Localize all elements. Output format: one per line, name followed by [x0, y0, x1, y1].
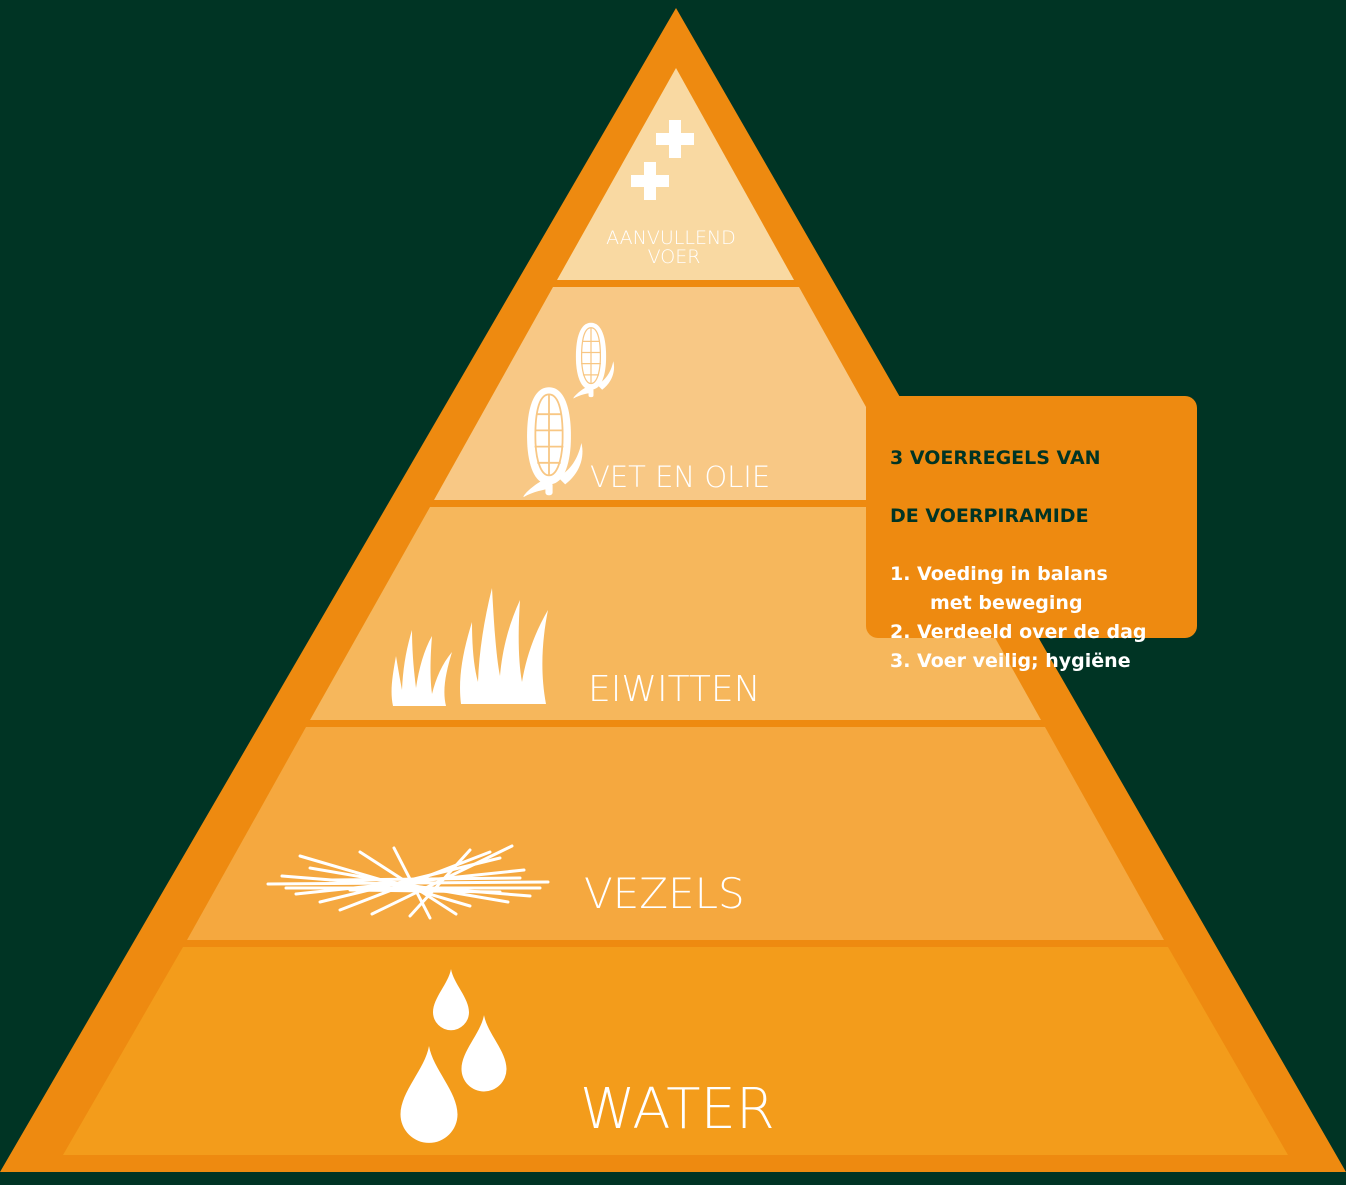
tier-label-line: WATER — [580, 1077, 775, 1142]
rules-list: 1. Voeding in balans met beweging 2. Ver… — [890, 560, 1183, 676]
tier-band-water — [63, 947, 1288, 1155]
tier-label-line: VEZELS — [584, 869, 745, 918]
tier-label-vet-en-olie: VET EN OLIE — [590, 460, 770, 494]
rules-box-title: 3 VOERREGELS VAN DE VOERPIRAMIDE — [890, 415, 1183, 560]
voerregels-box: 3 VOERREGELS VAN DE VOERPIRAMIDE 1. Voed… — [866, 396, 1197, 672]
rules-title-line: DE VOERPIRAMIDE — [890, 505, 1089, 527]
hay-icon — [266, 844, 550, 920]
tier-label-line: VET EN OLIE — [590, 460, 770, 494]
tier-label-water: WATER — [580, 1077, 775, 1142]
tier-label-line: VOER — [648, 246, 701, 268]
rule-item: 1. Voeding in balans — [890, 563, 1108, 585]
grass-icon — [391, 588, 548, 706]
rules-title-line: 3 VOERREGELS VAN — [890, 447, 1101, 469]
rule-item-continuation: met beweging — [930, 592, 1083, 614]
rule-item: 3. Voer veilig; hygiëne — [890, 650, 1131, 672]
tier-label-line: EIWITTEN — [588, 669, 761, 710]
tier-band-aanvullend-voer — [557, 68, 794, 280]
tier-label-line: AANVULLEND — [606, 227, 736, 249]
tier-label-vezels: VEZELS — [584, 869, 745, 918]
tier-label-aanvullend-voer: AANVULLEND VOER — [606, 227, 742, 268]
rule-item: 2. Verdeeld over de dag — [890, 621, 1147, 643]
tier-label-eiwitten: EIWITTEN — [588, 669, 761, 710]
